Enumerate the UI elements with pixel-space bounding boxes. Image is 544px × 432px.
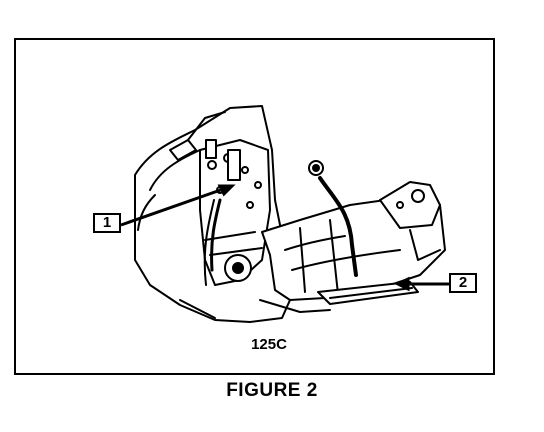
part-code-label: 125C — [251, 336, 287, 353]
figure-caption: FIGURE 2 — [226, 380, 318, 401]
callout-2: 2 — [449, 273, 477, 293]
callout-1: 1 — [93, 213, 121, 233]
callout-1-arrowhead — [217, 184, 236, 197]
callout-1-leader — [120, 184, 233, 227]
callout-2-arrowhead — [394, 276, 410, 292]
